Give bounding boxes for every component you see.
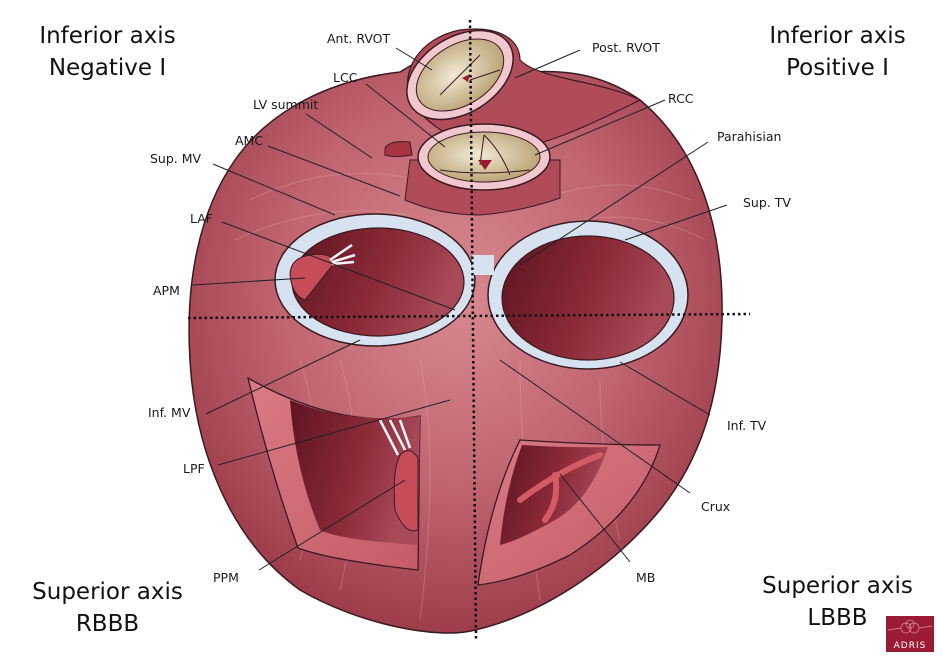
label-inf-tv: Inf. TV	[727, 418, 767, 433]
quadrant-top-right: Inferior axis Positive I	[760, 20, 915, 84]
logo-text: ADRIS	[893, 641, 927, 651]
quadrant-bottom-right: Superior axis LBBB	[755, 570, 920, 634]
horizontal-axis-line	[187, 312, 751, 320]
label-inf-mv: Inf. MV	[148, 405, 191, 420]
label-apm: APM	[153, 283, 180, 298]
left-coronary-stub	[384, 141, 413, 157]
quadrant-bottom-right-line2: LBBB	[807, 605, 868, 631]
adris-logo: ADRIS	[886, 616, 934, 652]
posterior-papillary-muscle	[393, 450, 419, 532]
label-parahisian: Parahisian	[717, 129, 782, 144]
label-lpf: LPF	[183, 461, 205, 476]
quadrant-top-left-line2: Negative I	[48, 55, 167, 81]
leader-lines	[192, 47, 728, 571]
tricuspid-orifice	[501, 235, 675, 361]
quadrant-top-right-line2: Positive I	[786, 55, 889, 81]
label-ant-rvot: Ant. RVOT	[327, 31, 391, 46]
quadrant-bottom-left-line1: Superior axis	[32, 579, 183, 605]
quadrant-bottom-left-line2: RBBB	[75, 611, 140, 637]
aortic-valve-leaflets	[427, 131, 541, 183]
label-mb: MB	[636, 570, 656, 585]
label-post-rvot: Post. RVOT	[592, 40, 660, 55]
label-ppm: PPM	[213, 570, 239, 585]
vertical-axis-line	[468, 19, 478, 641]
quadrant-top-right-line1: Inferior axis	[769, 23, 906, 49]
label-crux: Crux	[701, 499, 731, 514]
label-lv-summit: LV summit	[253, 97, 319, 112]
label-amc: AMC	[235, 133, 264, 148]
label-lcc: LCC	[333, 70, 358, 85]
label-sup-tv: Sup. TV	[743, 195, 791, 210]
quadrant-top-left: Inferior axis Negative I	[30, 20, 185, 84]
label-sup-mv: Sup. MV	[150, 151, 202, 166]
label-rcc: RCC	[668, 91, 694, 106]
logo-mark-icon	[887, 619, 933, 634]
anterior-papillary-muscle	[289, 253, 336, 301]
quadrant-top-left-line1: Inferior axis	[39, 23, 176, 49]
quadrant-bottom-left: Superior axis RBBB	[25, 576, 190, 640]
quadrant-bottom-right-line1: Superior axis	[762, 573, 913, 599]
label-laf: LAF	[190, 211, 213, 226]
moderator-band	[517, 452, 603, 523]
